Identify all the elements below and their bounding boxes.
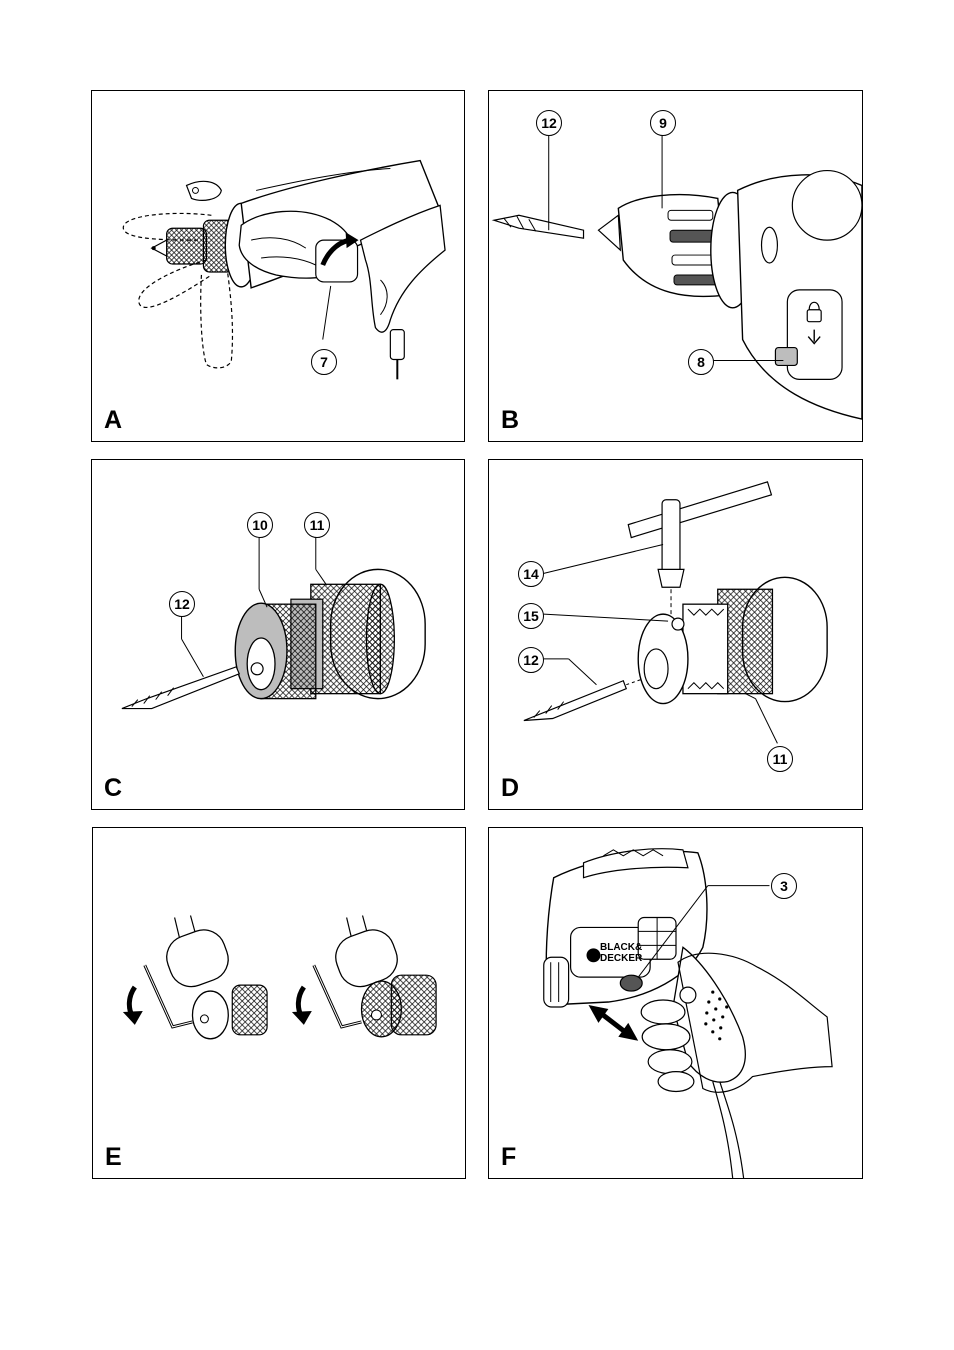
panel-c: 10 11 12 C: [91, 459, 465, 810]
panel-letter-a: A: [104, 408, 122, 433]
chuck-removal-illustration: [93, 828, 465, 1178]
keyless-chuck-bit-insertion-illustration: [489, 91, 862, 441]
panel-b: 12 9 8 B: [488, 90, 863, 442]
callout-9: 9: [650, 110, 676, 136]
panel-e: E: [92, 827, 466, 1179]
callout-7: 7: [311, 349, 337, 375]
panel-a: 7 A: [91, 90, 465, 442]
sleeve-chuck-illustration: [92, 460, 464, 809]
panel-d: 14 15 12 11 D: [488, 459, 863, 810]
callout-15: 15: [518, 603, 544, 629]
panel-letter-c: C: [104, 776, 122, 801]
callout-3: 3: [771, 873, 797, 899]
panel-letter-f: F: [501, 1145, 516, 1170]
brand-logo-line2: DECKER: [600, 954, 642, 964]
double-arrow-icon: [588, 1005, 638, 1041]
callout-14: 14: [518, 561, 544, 587]
panel-letter-b: B: [501, 408, 519, 433]
keyed-chuck-illustration: [489, 460, 862, 809]
callout-12: 12: [536, 110, 562, 136]
drill-with-side-handle-illustration: [92, 91, 464, 441]
panel-letter-d: D: [501, 776, 519, 801]
panel-letter-e: E: [105, 1145, 122, 1170]
callout-11: 11: [304, 512, 330, 538]
rotation-arrow-icon: [292, 987, 312, 1025]
rotation-arrow-icon: [123, 987, 143, 1025]
callout-12: 12: [518, 647, 544, 673]
forward-reverse-slider-illustration: [489, 828, 862, 1178]
panel-f: BLACK& DECKER 3 F: [488, 827, 863, 1179]
callout-10: 10: [247, 512, 273, 538]
callout-8: 8: [688, 349, 714, 375]
callout-11: 11: [767, 746, 793, 772]
callout-12: 12: [169, 591, 195, 617]
brand-logo-line1: BLACK&: [600, 943, 642, 953]
